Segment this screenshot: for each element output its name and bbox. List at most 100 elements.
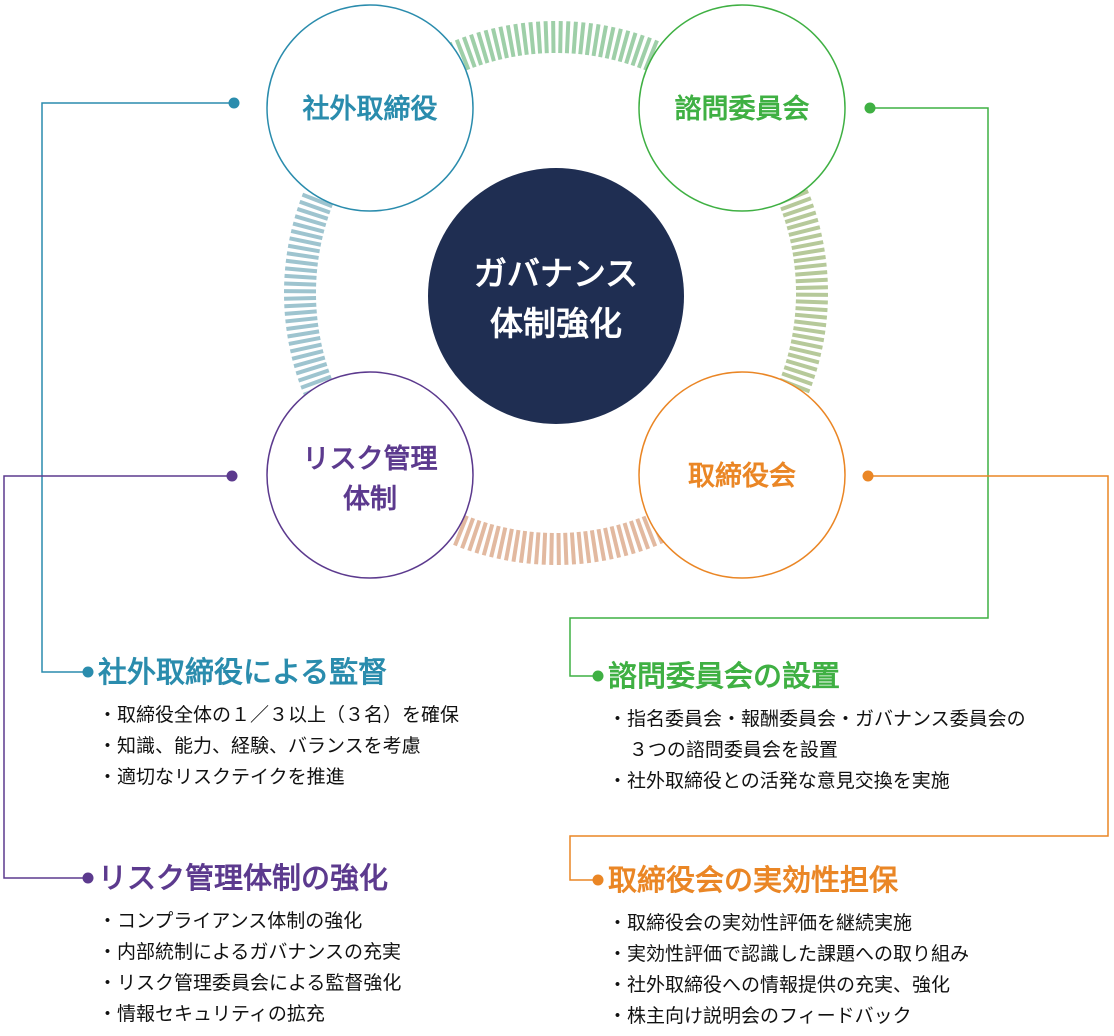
ring-tick — [297, 368, 330, 383]
ring-tick — [569, 532, 577, 565]
node-risk-label-line1: リスク管理 — [303, 444, 438, 475]
ring-tick — [584, 23, 594, 56]
list-item: ・指名委員会・報酬委員会・ガバナンス委員会の — [608, 708, 1026, 730]
ring-tick — [469, 33, 483, 66]
ring-tick — [284, 302, 317, 309]
list-item: ・コンプライアンス体制の強化 — [98, 910, 363, 932]
list-item: ・内部統制によるガバナンスの充実 — [98, 941, 402, 963]
ring-tick — [284, 281, 317, 287]
ring-tick — [783, 365, 816, 379]
ring-tick — [787, 352, 820, 365]
connector-dot — [862, 470, 874, 482]
ring-tick — [793, 255, 826, 264]
ring-tick — [624, 32, 638, 65]
ring-tick — [794, 319, 827, 328]
ring-tick — [578, 22, 586, 55]
ring-tick — [535, 21, 543, 54]
node-advisory-circle — [638, 4, 846, 212]
ring-tick — [505, 24, 516, 58]
connector-dot — [864, 102, 876, 114]
ring-tick — [589, 530, 599, 563]
list-item: ３つの諮問委員会を設置 — [628, 739, 838, 761]
section-board: 取締役会の実効性担保 ・取締役会の実効性評価を継続実施 ・実効性評価で認識した課… — [608, 862, 969, 1032]
ring-tick — [293, 355, 326, 369]
ring-tick — [604, 26, 616, 59]
ring-tick — [526, 531, 534, 564]
node-advisory-label: 諮問委員会 — [675, 93, 810, 125]
ring-tick — [617, 30, 631, 63]
ring-tick — [498, 26, 509, 59]
ring-tick — [591, 24, 601, 57]
connector-board — [569, 475, 1109, 881]
ring-tick — [641, 515, 658, 547]
ring-tick — [289, 236, 322, 247]
ring-tick — [571, 21, 578, 54]
ring-tick — [789, 345, 822, 358]
ring-tick — [518, 530, 528, 563]
section-advisory: 諮問委員会の設置 ・指名委員会・報酬委員会・ガバナンス委員会の ３つの諮問委員会… — [608, 658, 1026, 797]
ring-tick — [291, 349, 324, 361]
ring-tick — [286, 322, 319, 331]
ring-tick — [792, 247, 825, 257]
section-risk: リスク管理体制の強化 ・コンプライアンス体制の強化 ・内部統制によるガバナンスの… — [98, 860, 401, 1030]
ring-tick — [794, 262, 827, 270]
section-board-title: 取締役会の実効性担保 — [608, 863, 899, 897]
ring-tick — [636, 37, 652, 69]
section-advisory-list: ・指名委員会・報酬委員会・ガバナンス委員会の ３つの諮問委員会を設置 ・社外取締… — [608, 704, 1026, 797]
node-board-label: 取締役会 — [688, 460, 796, 492]
ring-tick — [286, 251, 319, 260]
ring-tick — [292, 221, 325, 234]
section-supervision-list: ・取締役全体の１／３以上（３名）を確保 ・知識、能力、経験、バランスを考慮 ・適… — [98, 700, 459, 793]
ring-tick — [285, 258, 318, 267]
ring-tick — [780, 196, 812, 212]
ring-tick — [794, 312, 828, 320]
ring-tick — [635, 518, 651, 550]
center-label-line2: 体制強化 — [490, 304, 622, 343]
ring-tick — [474, 521, 488, 554]
list-item: ・リスク管理委員会による監督強化 — [98, 972, 402, 994]
ring-tick — [793, 326, 826, 335]
ring-tick — [520, 22, 529, 56]
ring-tick — [596, 528, 607, 562]
ring-tick — [290, 228, 323, 241]
ring-tick — [790, 339, 823, 350]
ring-tick — [795, 270, 828, 277]
ring-tick — [549, 532, 554, 565]
ring-tick — [789, 232, 823, 244]
ring-tick — [284, 273, 317, 280]
ring-tick — [503, 528, 514, 561]
ring-tick — [583, 530, 592, 564]
ring-tick — [622, 522, 636, 555]
ring-tick — [541, 532, 548, 565]
ring-tick — [476, 31, 490, 64]
ring-tick — [611, 28, 623, 61]
ring-tick — [299, 199, 331, 215]
node-board-circle — [638, 371, 846, 579]
section-risk-list: ・コンプライアンス体制の強化 ・内部統制によるガバナンスの充実 ・リスク管理委員… — [98, 906, 401, 1030]
section-supervision-title: 社外取締役による監督 — [98, 655, 388, 689]
connector-risk — [3, 475, 232, 879]
ring-tick — [795, 306, 828, 313]
connector-dot — [592, 874, 604, 886]
ring-tick — [609, 526, 621, 559]
ring-tick — [643, 39, 659, 71]
ring-tick — [786, 217, 819, 231]
connector-tick-ring — [283, 20, 829, 566]
ring-tick — [784, 210, 817, 224]
ring-tick — [467, 519, 482, 552]
list-item: ・株主向け説明会のフィードバック — [608, 1005, 912, 1027]
ring-tick — [576, 531, 584, 564]
ring-tick — [483, 29, 496, 62]
ring-tick — [301, 192, 333, 209]
ring-tick — [630, 34, 645, 67]
ring-tick — [284, 296, 317, 301]
ring-tick — [296, 207, 329, 221]
ring-tick — [782, 203, 815, 218]
ring-tick — [558, 21, 563, 54]
node-risk-label-line2: 体制 — [343, 484, 397, 515]
connector-dot — [228, 97, 240, 109]
ring-tick — [603, 527, 614, 560]
ring-tick — [785, 358, 818, 372]
ring-tick — [300, 374, 332, 390]
